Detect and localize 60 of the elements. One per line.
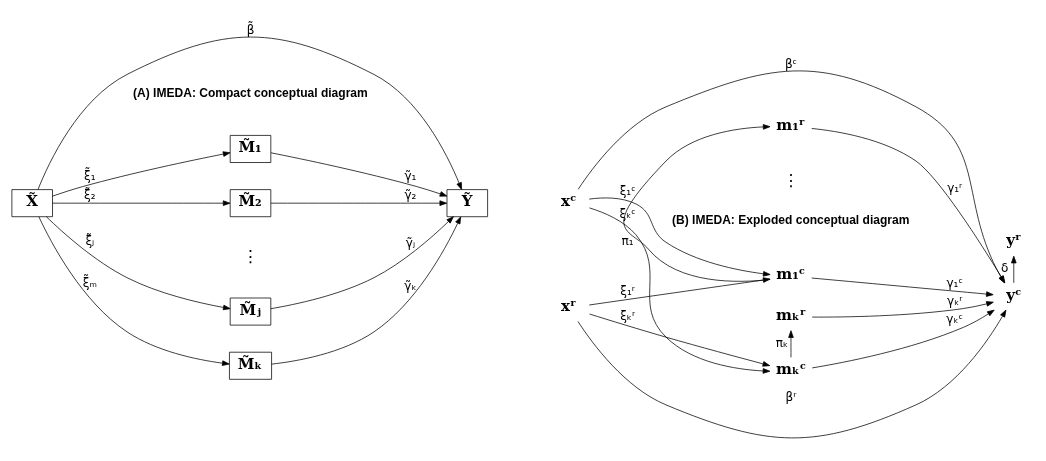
- edge-label: γ̃₂: [404, 187, 417, 202]
- arrow: [788, 329, 794, 358]
- arrow: [589, 207, 771, 374]
- edge-label: ξ̃₁: [84, 168, 96, 183]
- edge-label: γ₁ᶜ: [946, 275, 963, 290]
- edge-label: ξ̃ₘ: [82, 275, 97, 290]
- edge-label: γ̃ₖ: [404, 278, 417, 293]
- label: (B) IMEDA: Exploded conceptual diagram: [672, 212, 910, 227]
- edge-label: δ: [1001, 260, 1009, 275]
- arrow: [577, 309, 1007, 438]
- edge-label: βʳ: [785, 389, 797, 404]
- edge-label: ξ₁ᶜ: [619, 183, 636, 198]
- arrow: [588, 197, 771, 277]
- node-text: yᶜ: [1006, 285, 1022, 304]
- arrow: [52, 150, 231, 196]
- edge-label: γ̃ⱼ: [405, 235, 416, 250]
- label: ⋮: [782, 170, 800, 190]
- edge-label: γₖᶜ: [946, 311, 964, 326]
- arrow: [52, 199, 231, 206]
- edge-label: ξₖᶜ: [619, 206, 636, 221]
- arrow: [270, 199, 448, 206]
- edge-label: ξₖʳ: [620, 308, 636, 323]
- node-box: M̃₁: [229, 134, 272, 163]
- arrow: [811, 300, 994, 317]
- node-box: X̃: [11, 188, 53, 217]
- edge-label: γ̃₁: [404, 168, 417, 183]
- label: (A) IMEDA: Compact conceptual diagram: [133, 85, 368, 100]
- arrow: [623, 123, 771, 282]
- node-text: yʳ: [1006, 230, 1022, 249]
- arrow: [589, 313, 771, 367]
- edge-label: ξ̃₂: [84, 187, 96, 202]
- edge-label: ξ₁ʳ: [620, 283, 635, 298]
- node-text: mₖʳ: [775, 305, 806, 324]
- arrow: [46, 215, 231, 310]
- arrow: [270, 151, 448, 197]
- node-box: M̃ₖ: [229, 351, 272, 380]
- node-box: M̃ⱼ: [229, 297, 272, 325]
- edge-label: π₁: [621, 233, 634, 248]
- arrow: [1011, 255, 1017, 283]
- arrow: [811, 309, 995, 368]
- node-text: xʳ: [561, 296, 577, 315]
- edge-label: πₖ: [775, 335, 789, 350]
- arrow: [38, 215, 230, 366]
- arrow: [811, 277, 994, 297]
- edge-label: ξ̃ⱼ: [85, 233, 95, 248]
- edge-label: γₖʳ: [947, 293, 963, 308]
- node-text: mₖᶜ: [775, 359, 807, 378]
- edge-label: βᶜ: [784, 56, 798, 71]
- edge-label: γ₁ʳ: [947, 180, 963, 195]
- node-box: Ỹ: [446, 188, 488, 217]
- arrow: [271, 216, 462, 364]
- node-box: M̃₂: [229, 188, 272, 217]
- arrow: [588, 276, 771, 305]
- arrow: [37, 36, 463, 190]
- edge-label: β̃: [246, 22, 255, 37]
- node-text: xᶜ: [561, 191, 577, 210]
- node-text: m₁ʳ: [776, 115, 806, 134]
- arrow: [270, 215, 454, 309]
- label: ⋮: [242, 246, 259, 266]
- node-text: m₁ᶜ: [776, 264, 806, 283]
